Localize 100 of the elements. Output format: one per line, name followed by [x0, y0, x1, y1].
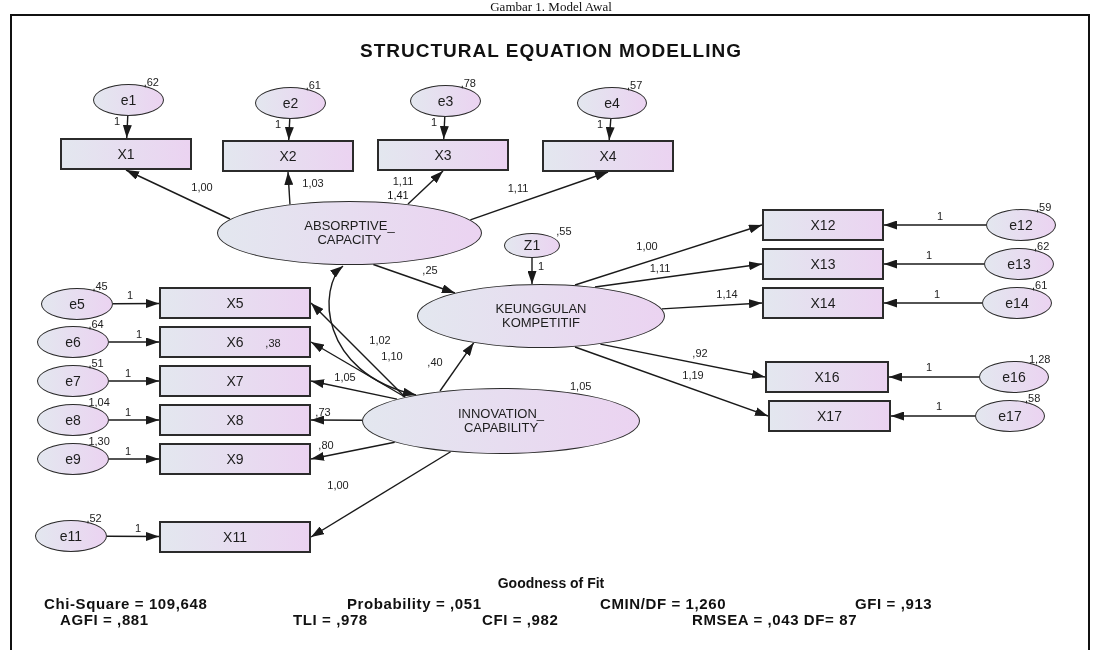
- indicator-box: [377, 139, 509, 171]
- variance-label: ,57: [626, 79, 643, 91]
- variance-label: ,78: [460, 77, 476, 89]
- variable-name: e2: [282, 95, 299, 111]
- indicator-box: [159, 443, 311, 475]
- variable-name: X9: [226, 451, 244, 467]
- path-arrow: [661, 299, 763, 310]
- coefficient-label: ,73: [315, 406, 331, 418]
- indicator-box: [159, 287, 311, 319]
- section-heading: Goodness of Fit: [497, 576, 605, 592]
- variable-name: e6: [65, 334, 81, 350]
- variance-label: ,61: [305, 79, 321, 91]
- path-arrow: [125, 169, 231, 220]
- coefficient-label: 1: [274, 118, 282, 130]
- variable-name: X3: [434, 147, 452, 163]
- variable-name: X17: [817, 408, 842, 424]
- variable-name: e11: [59, 528, 83, 544]
- coefficient-label: 1: [925, 249, 933, 261]
- diagram-title: STRUCTURAL EQUATION MODELLING: [360, 40, 742, 62]
- coefficient-label: 1: [935, 400, 943, 412]
- path-arrow: [888, 372, 980, 382]
- variable-name: e17: [998, 408, 1022, 424]
- coefficient-label: 1,02: [369, 334, 391, 346]
- variance-label: ,58: [1024, 392, 1041, 404]
- indicator-box: [60, 138, 192, 170]
- variance-label: ,51: [88, 357, 104, 369]
- variable-name: Z1: [523, 238, 541, 253]
- path-arrow: [310, 441, 396, 461]
- variable-name: e14: [1005, 295, 1029, 311]
- path-arrow: [439, 116, 449, 140]
- coefficient-label: 1: [936, 210, 944, 222]
- path-arrow: [310, 451, 452, 538]
- variable-name: X16: [814, 369, 840, 385]
- variance-label: 1,30: [88, 435, 110, 447]
- path-arrow: [372, 263, 456, 294]
- path-arrow: [106, 531, 160, 541]
- path-arrow: [527, 257, 537, 285]
- indicator-box: [768, 400, 891, 432]
- coefficient-label: 1,41: [387, 188, 409, 202]
- path-arrow: [284, 171, 294, 206]
- variable-name: e16: [1002, 369, 1026, 385]
- path-arrow: [310, 302, 406, 398]
- variance-label: ,45: [92, 280, 108, 292]
- variance-label: ,52: [86, 512, 102, 524]
- coefficient-label: 1,11: [507, 182, 529, 194]
- variable-name: X12: [810, 217, 836, 233]
- path-arrow: [310, 341, 406, 398]
- variable-name: INNOVATION_ CAPABILITY: [456, 407, 546, 435]
- variance-label: ,62: [143, 76, 159, 88]
- coefficient-label: 1,05: [334, 371, 356, 383]
- coefficient-label: 1,03: [302, 177, 324, 189]
- path-arrow: [310, 379, 398, 400]
- path-arrow: [310, 415, 363, 425]
- variable-name: KEUNGGULAN KOMPETITIF: [494, 302, 588, 330]
- fit-statistic: TLI = ,978: [293, 611, 368, 629]
- coefficient-label: 1,11: [392, 175, 414, 187]
- coefficient-label: 1: [537, 260, 545, 272]
- variable-name: X14: [810, 295, 836, 311]
- indicator-box: [159, 521, 311, 553]
- variable-name: X13: [810, 256, 836, 272]
- path-arrow: [439, 342, 475, 392]
- variable-name: X7: [226, 373, 244, 389]
- coefficient-label: ,40: [427, 356, 443, 368]
- coefficient-label: 1,00: [636, 240, 658, 252]
- path-arrow: [594, 261, 763, 288]
- coefficient-label: 1: [135, 328, 143, 340]
- coefficient-label: 1: [124, 406, 132, 418]
- variance-label: 1,04: [88, 396, 110, 408]
- variable-name: X11: [223, 529, 247, 545]
- coefficient-label: 1: [134, 522, 142, 534]
- path-arrow: [108, 415, 160, 425]
- fit-statistic: AGFI = ,881: [60, 611, 149, 629]
- coefficient-label: ,92: [692, 347, 708, 359]
- indicator-box: [159, 365, 311, 397]
- variable-name: e3: [437, 93, 454, 109]
- variance-label: ,55: [556, 225, 572, 237]
- coefficient-label: 1,19: [682, 369, 704, 381]
- variable-name: ABSORPTIVE_ CAPACITY: [303, 219, 396, 247]
- path-arrow: [108, 376, 160, 386]
- indicator-box: [159, 404, 311, 436]
- indicator-box: [762, 209, 884, 241]
- coefficient-label: ,25: [422, 264, 438, 276]
- variance-label: ,59: [1035, 201, 1052, 213]
- path-arrow: [605, 118, 615, 141]
- variable-name: e5: [69, 296, 85, 312]
- coefficient-label: 1: [430, 116, 438, 128]
- coefficient-label: 1: [113, 115, 121, 127]
- coefficient-label: 1: [596, 118, 604, 130]
- variance-label: 1,05: [570, 380, 592, 392]
- variable-name: e4: [604, 95, 620, 111]
- variable-name: e9: [65, 451, 81, 467]
- coefficient-label: 1,14: [716, 288, 738, 300]
- path-arrow: [108, 454, 160, 464]
- path-arrow: [883, 259, 985, 269]
- coefficient-label: 1,10: [381, 350, 403, 362]
- variable-name: X8: [226, 412, 244, 428]
- coefficient-label: 1: [124, 445, 132, 457]
- path-arrow: [883, 220, 987, 230]
- fit-statistic: GFI = ,913: [855, 595, 933, 613]
- fit-statistic: RMSEA = ,043 DF= 87: [692, 611, 858, 629]
